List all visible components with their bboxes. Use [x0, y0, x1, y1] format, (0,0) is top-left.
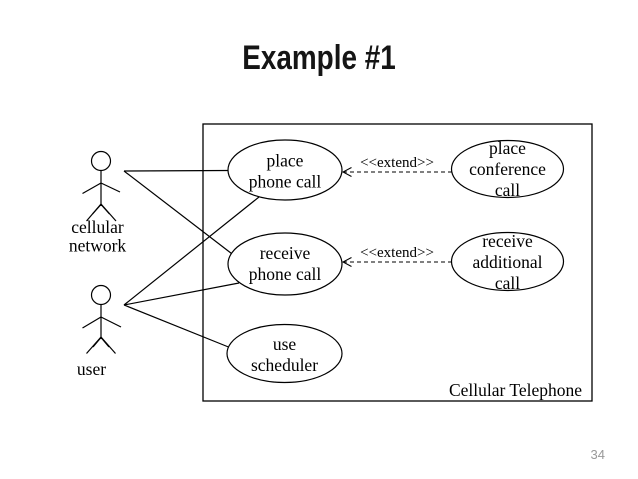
- use-case-receive-phone-call: receive phone call: [227, 232, 343, 296]
- svg-text:phone call: phone call: [249, 172, 322, 192]
- use-case-place-conference-call: place conference call: [450, 138, 565, 200]
- association-cellular-receive: [123, 170, 232, 254]
- svg-text:conference: conference: [469, 159, 546, 179]
- actor-head: [90, 150, 112, 172]
- system-boundary-label: Cellular Telephone: [449, 380, 582, 400]
- use-case-place-phone-call: place phone call: [227, 139, 343, 201]
- svg-text:receive: receive: [482, 231, 533, 251]
- use-case-ellipse: [227, 139, 343, 201]
- arrowhead-icon: [341, 257, 352, 267]
- user-label: user: [77, 359, 106, 379]
- association-user-place: [123, 196, 260, 306]
- association-cellular-place: [123, 169, 229, 172]
- system-boundary-box: [202, 123, 593, 402]
- extend-arrow-place: <<extend>>: [341, 155, 452, 177]
- svg-text:place: place: [267, 151, 304, 171]
- extend-arrow-receive: <<extend>>: [341, 245, 452, 267]
- use-case-use-scheduler: use scheduler: [226, 323, 343, 384]
- svg-text:place: place: [489, 138, 526, 158]
- svg-text:phone call: phone call: [249, 264, 322, 284]
- use-case-ellipse: [450, 139, 565, 199]
- slide-title: Example #1: [242, 39, 396, 77]
- user-actor-icon: [82, 284, 122, 354]
- association-user-receive: [123, 282, 240, 306]
- svg-text:scheduler: scheduler: [251, 355, 318, 375]
- use-case-receive-additional-call: receive additional call: [450, 231, 565, 293]
- use-case-ellipse: [226, 323, 343, 384]
- svg-text:call: call: [495, 273, 520, 293]
- cellular-network-label-line2: network: [69, 236, 127, 256]
- extend-label: <<extend>>: [360, 245, 434, 261]
- svg-text:call: call: [495, 180, 520, 200]
- cellular-network-label-line1: cellular: [71, 217, 124, 237]
- page-number: 34: [590, 447, 605, 462]
- actor-head: [90, 284, 112, 306]
- svg-text:additional: additional: [473, 252, 543, 272]
- svg-text:use: use: [273, 334, 297, 354]
- extend-label: <<extend>>: [360, 155, 434, 171]
- association-user-scheduler: [123, 304, 229, 348]
- use-case-ellipse: [227, 232, 343, 296]
- svg-text:receive: receive: [260, 243, 311, 263]
- arrowhead-icon: [341, 167, 352, 177]
- cellular-network-actor-icon: [82, 150, 121, 222]
